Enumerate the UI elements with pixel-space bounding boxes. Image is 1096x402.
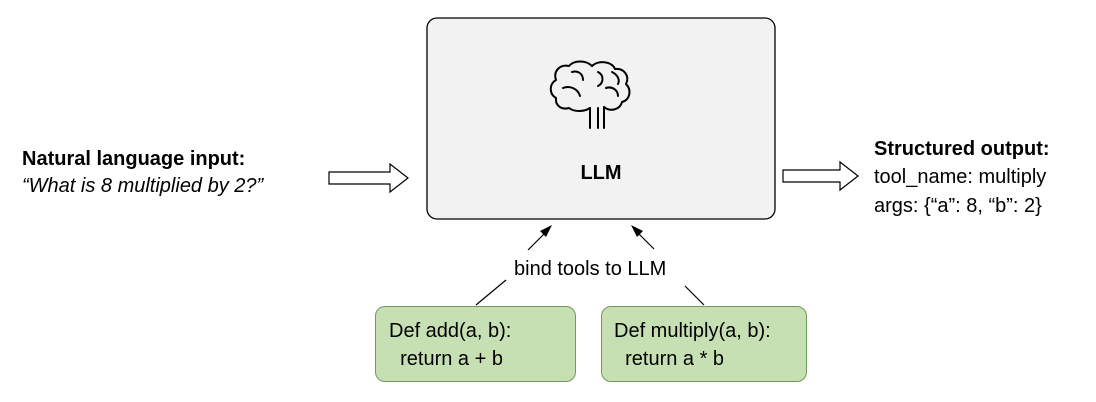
input-heading: Natural language input: bbox=[22, 148, 246, 170]
bind-arrowhead-left bbox=[540, 225, 552, 237]
llm-label: LLM bbox=[580, 162, 622, 184]
llm-box bbox=[426, 17, 776, 220]
input-query: “What is 8 multiplied by 2?” bbox=[22, 175, 264, 197]
brain-icon bbox=[549, 60, 631, 129]
tool-box-add: Def add(a, b): return a + b bbox=[375, 306, 576, 382]
tool-connector-right bbox=[684, 285, 705, 306]
bind-arrowhead-right bbox=[631, 225, 643, 237]
tool-signature: Def add(a, b): bbox=[389, 320, 512, 342]
tool-body: return a * b bbox=[614, 348, 725, 370]
tool-body: return a + b bbox=[389, 348, 503, 370]
output-tool-name: tool_name: multiply bbox=[874, 166, 1047, 188]
bind-arrow-right bbox=[637, 232, 655, 250]
input-arrow bbox=[328, 162, 409, 194]
tool-connector-left bbox=[475, 279, 507, 306]
output-args: args: {“a”: 8, “b”: 2} bbox=[874, 195, 1042, 217]
bind-arrow-left bbox=[527, 232, 546, 251]
output-heading: Structured output: bbox=[874, 138, 1050, 160]
output-arrow bbox=[782, 160, 859, 192]
tool-box-multiply: Def multiply(a, b): return a * b bbox=[601, 306, 807, 382]
bind-label: bind tools to LLM bbox=[514, 258, 667, 280]
tool-signature: Def multiply(a, b): bbox=[614, 320, 771, 342]
